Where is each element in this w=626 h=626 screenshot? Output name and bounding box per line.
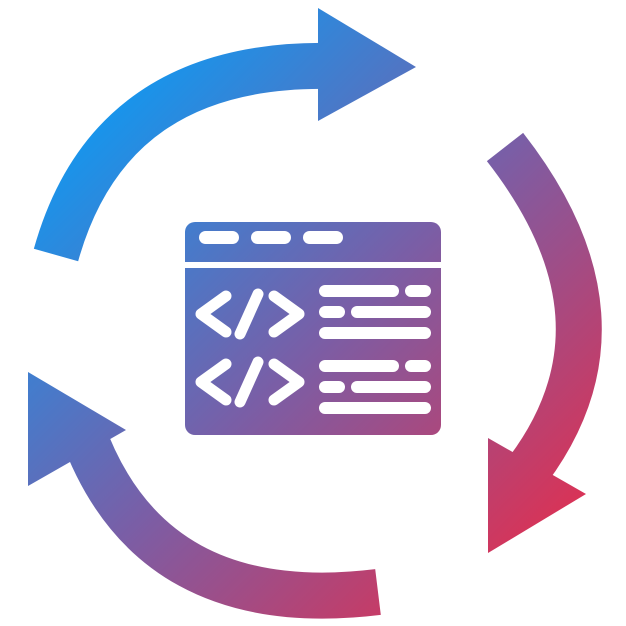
window-dots [199, 231, 343, 244]
code-lines [319, 285, 431, 414]
code-window-icon [185, 222, 441, 435]
window-header-divider [185, 262, 441, 268]
top-cycle-arrow-icon [33, 8, 416, 262]
left-cycle-arrow-icon [28, 372, 381, 619]
right-cycle-arrow-icon [486, 132, 602, 553]
code-tag-icon [195, 288, 305, 408]
